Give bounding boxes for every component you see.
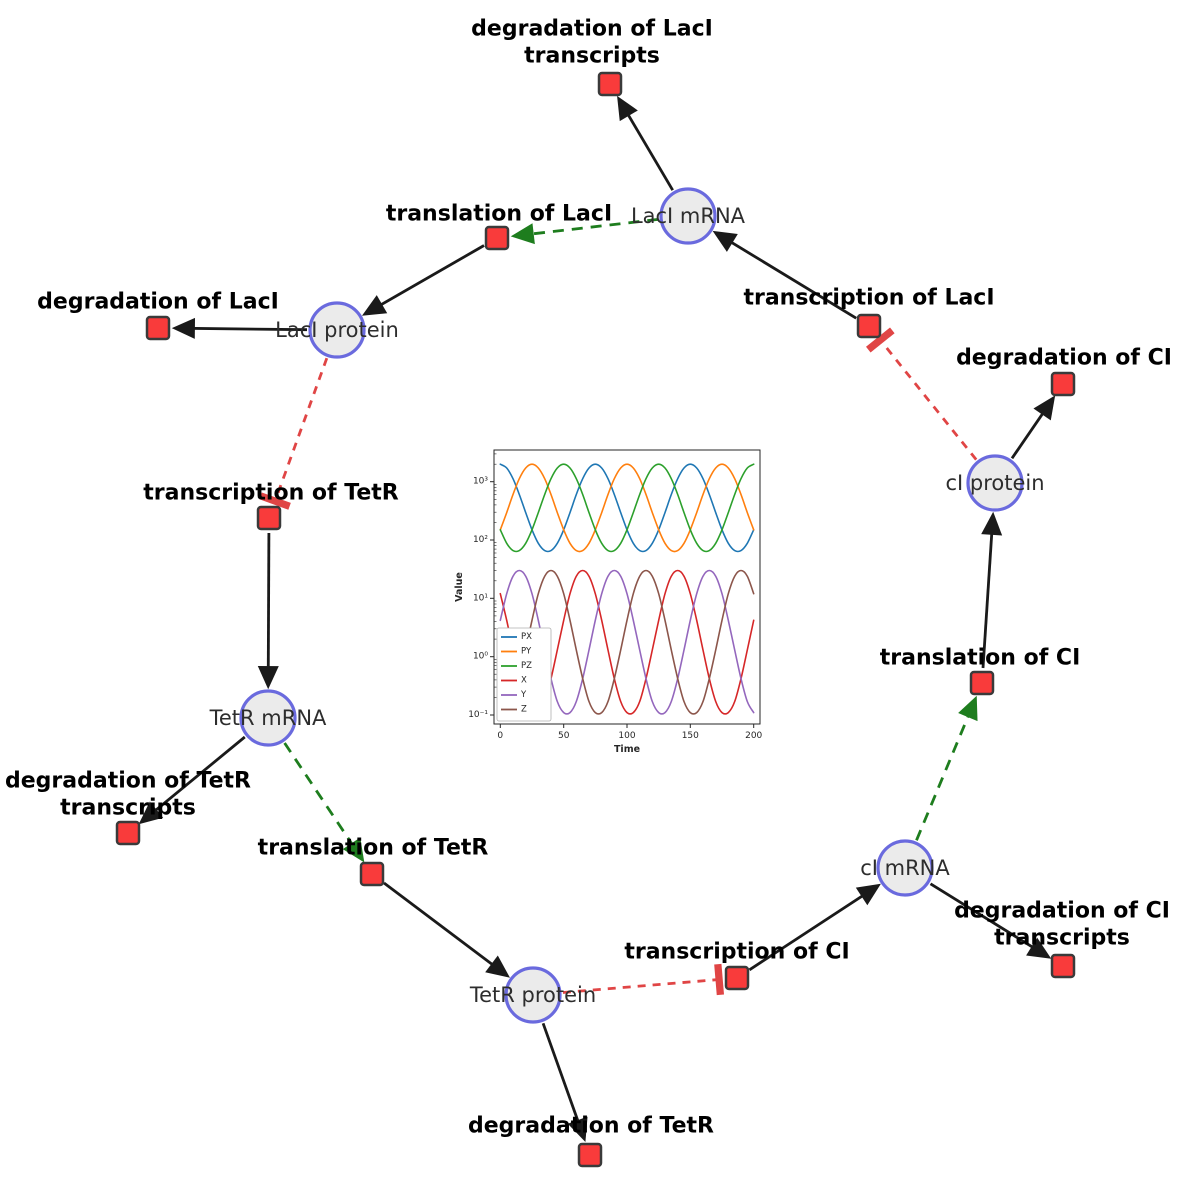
edge-inhibition-laci-protein-transcription-tetr (259, 357, 329, 510)
edge-production-transcription-laci-laci-mrna (712, 230, 857, 320)
reaction-node-transcription-ci (724, 965, 750, 991)
edge-consumption-ci-mrna-deg-ci-tx (929, 882, 1052, 959)
reaction-label-translation-tetr: translation of TetR (258, 836, 489, 861)
legend-label-Z: Z (521, 705, 527, 715)
species-node-laci-mrna (659, 187, 717, 245)
y-tick-label: 10³ (473, 477, 488, 487)
reaction-label-deg-laci-tx: transcripts (524, 44, 660, 69)
reaction-label-transcription-tetr: transcription of TetR (143, 481, 399, 506)
reaction-label-deg-laci: degradation of LacI (37, 290, 279, 315)
y-tick-label: 10⁰ (473, 652, 488, 662)
x-tick-label: 200 (745, 731, 762, 741)
reaction-node-deg-laci-tx (597, 71, 623, 97)
reaction-node-transcription-tetr (256, 505, 282, 531)
reaction-label-deg-ci-tx: transcripts (994, 926, 1130, 951)
series-line-PY (499, 463, 755, 553)
edges-layer (138, 95, 1056, 1142)
species-label-ci-protein: cI protein (945, 471, 1044, 495)
edge-consumption-laci-mrna-deg-laci-tx (617, 95, 674, 191)
edge-inhibition-ci-protein-transcription-laci (866, 327, 978, 461)
reaction-node-deg-tetr (577, 1142, 603, 1168)
reaction-node-deg-laci (145, 315, 171, 341)
edge-consumption-tetr-protein-deg-tetr (541, 1022, 588, 1142)
edge-consumption-laci-protein-deg-laci (171, 317, 308, 339)
x-tick-label: 0 (497, 731, 503, 741)
reaction-label-deg-ci: degradation of CI (956, 346, 1172, 371)
x-tick-label: 150 (682, 731, 699, 741)
reaction-node-deg-ci (1050, 371, 1076, 397)
y-axis-label: Value (454, 572, 465, 602)
species-label-laci-protein: LacI protein (275, 318, 399, 342)
species-label-ci-mrna: cI mRNA (860, 856, 950, 880)
reaction-node-transcription-laci (856, 313, 882, 339)
reaction-node-deg-ci-tx (1050, 953, 1076, 979)
reaction-label-deg-tetr-tx: degradation of TetR (5, 769, 251, 794)
legend-label-Y: Y (520, 690, 527, 700)
edge-production-transcription-tetr-tetr-mrna (257, 532, 279, 690)
reaction-label-transcription-ci: transcription of CI (624, 940, 849, 965)
y-tick-label: 10⁻¹ (468, 710, 488, 720)
x-tick-label: 100 (618, 731, 635, 741)
reaction-label-deg-ci-tx: degradation of CI (954, 899, 1170, 924)
species-label-laci-mrna: LacI mRNA (631, 204, 746, 228)
reaction-label-deg-tetr: degradation of TetR (468, 1114, 714, 1139)
edge-modifier-tetr-mrna-translation-tetr (283, 742, 365, 863)
y-tick-label: 10¹ (473, 593, 488, 603)
edge-consumption-ci-protein-deg-ci (1010, 395, 1056, 460)
legend-label-PY: PY (521, 647, 532, 657)
edge-modifier-laci-mrna-translation-laci (510, 218, 659, 245)
edge-production-translation-laci-laci-protein (361, 244, 485, 316)
legend-label-PZ: PZ (521, 661, 532, 671)
edge-production-transcription-ci-ci-mrna (748, 883, 881, 971)
y-tick-label: 10² (473, 535, 488, 545)
x-tick-label: 50 (558, 731, 570, 741)
reaction-label-translation-laci: translation of LacI (386, 202, 612, 227)
legend-label-PX: PX (521, 632, 532, 642)
species-node-ci-protein (966, 454, 1024, 512)
species-node-tetr-protein (504, 966, 562, 1024)
reaction-label-transcription-laci: transcription of LacI (743, 286, 994, 311)
species-label-tetr-mrna: TetR mRNA (209, 706, 327, 730)
reaction-label-deg-laci-tx: degradation of LacI (471, 17, 713, 42)
edge-inhibition-tetr-protein-transcription-ci (562, 963, 725, 996)
edge-production-translation-ci-ci-protein (981, 511, 1003, 669)
series-line-PZ (499, 463, 755, 553)
species-node-laci-protein (308, 301, 366, 359)
reaction-node-translation-ci (969, 670, 995, 696)
plot-frame (493, 449, 761, 725)
reaction-node-translation-laci (484, 225, 510, 251)
labels-layer: degradation of LacItranscriptstranslatio… (5, 17, 1172, 1139)
nodes-layer (115, 71, 1076, 1168)
species-node-ci-mrna (876, 839, 934, 897)
reaction-label-translation-ci: translation of CI (880, 646, 1081, 671)
edge-consumption-tetr-mrna-deg-tetr-tx (138, 735, 246, 825)
reaction-label-deg-tetr-tx: transcripts (60, 796, 196, 821)
reaction-node-translation-tetr (359, 861, 385, 887)
x-axis-label: Time (614, 744, 640, 755)
species-node-tetr-mrna (239, 689, 297, 747)
reaction-node-deg-tetr-tx (115, 820, 141, 846)
legend-label-X: X (521, 676, 527, 686)
edge-modifier-ci-mrna-translation-ci (915, 695, 978, 841)
species-label-tetr-protein: TetR protein (469, 983, 596, 1007)
edge-production-translation-tetr-tetr-protein (383, 881, 510, 978)
series-line-Z (499, 569, 755, 715)
